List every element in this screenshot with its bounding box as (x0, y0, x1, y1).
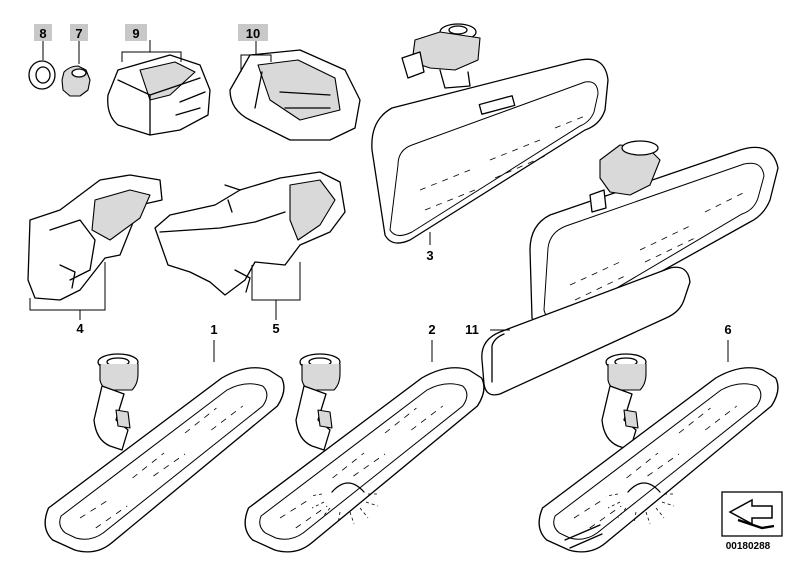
callout-10: 10 (246, 26, 260, 41)
part-9-cover (107, 40, 211, 136)
part-11-mirror (481, 140, 779, 396)
part-3-mirror-with-mount (371, 23, 609, 245)
callout-2: 2 (428, 322, 435, 337)
callout-8-highlight (34, 24, 52, 41)
part-2-mirror (244, 340, 485, 553)
callout-11: 11 (465, 322, 479, 337)
callout-9: 9 (132, 26, 139, 41)
callout-3: 3 (426, 248, 433, 263)
part-6-mirror (538, 340, 779, 553)
callout-4: 4 (76, 321, 84, 336)
part-7-nut (61, 40, 91, 97)
callout-9-highlight (125, 24, 147, 41)
part-8-ring (28, 40, 56, 90)
part-5-mount-cover (154, 171, 346, 320)
callout-10-highlight (238, 24, 268, 41)
callout-1: 1 (210, 322, 217, 337)
callout-7: 7 (75, 26, 82, 41)
callout-5: 5 (272, 321, 279, 336)
callout-7-highlight (70, 24, 88, 41)
reference-number: 00180288 (725, 541, 771, 552)
part-1-mirror (44, 340, 285, 553)
callout-6: 6 (724, 322, 731, 337)
arrow-stamp-icon (721, 491, 783, 537)
part-10-cover (229, 40, 361, 141)
callout-8: 8 (39, 26, 46, 41)
